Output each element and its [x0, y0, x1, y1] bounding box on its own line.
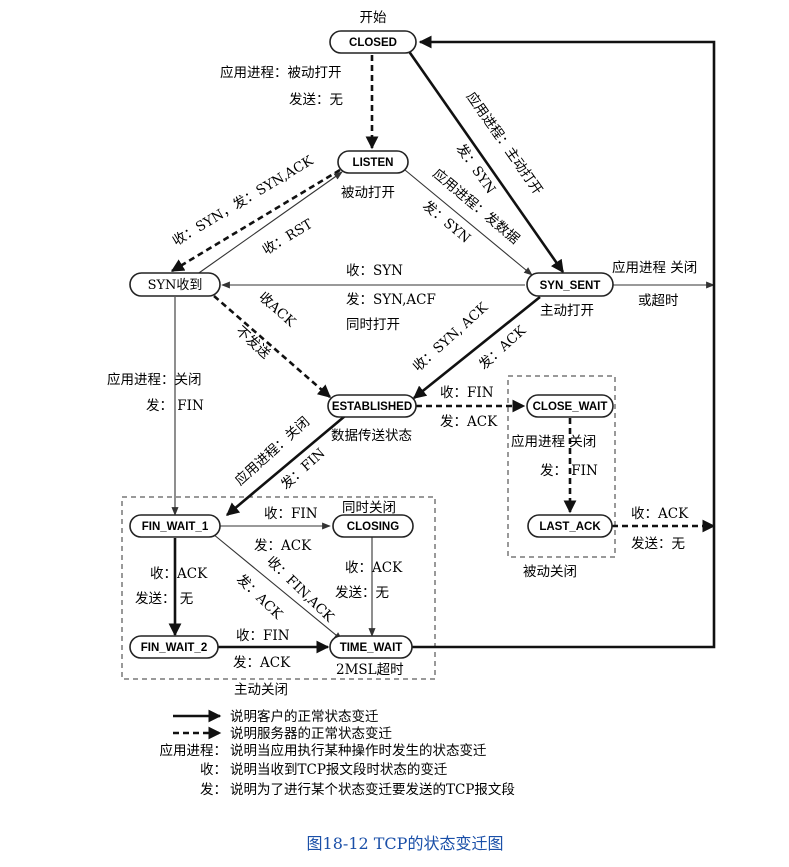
label-est-cw-send: 发：ACK: [440, 414, 498, 430]
label-la-closed-send: 发送：无: [631, 536, 685, 552]
label-synsent-close-app: 应用进程 关闭: [612, 259, 697, 276]
label-synrcvd-est-recv: 收ACK: [255, 289, 299, 331]
label-closing-tw-recv: 收：ACK: [345, 560, 403, 576]
label-cw-la-send: 发： FIN: [540, 463, 598, 479]
label-fw1-fw2-send: 发送： 无: [135, 591, 193, 607]
label-synrcvd-fw1-app: 应用进程：关闭: [107, 371, 202, 388]
state-fin-wait-2-label: FIN_WAIT_2: [141, 642, 207, 654]
label-simultaneous-close: 同时关闭: [342, 500, 396, 516]
legend-app-key: 应用进程：: [160, 742, 228, 759]
state-fin-wait-2: FIN_WAIT_2: [129, 635, 219, 659]
state-syn-rcvd: SYN收到: [129, 272, 221, 297]
label-synsent-synrcvd-recv: 收：SYN: [346, 263, 403, 279]
label-closing-tw-send: 发送：无: [335, 585, 389, 601]
label-la-closed-recv: 收：ACK: [631, 506, 689, 522]
legend-server-text: 说明服务器的正常状态变迁: [230, 726, 392, 742]
label-simultaneous-open: 同时打开: [346, 316, 400, 333]
label-data-transfer: 数据传送状态: [331, 428, 412, 444]
state-close-wait: CLOSE_WAIT: [526, 394, 614, 418]
edge-closed-synsent: [406, 49, 565, 274]
state-time-wait-label: TIME_WAIT: [340, 642, 403, 654]
label-closed-listen-app: 应用进程：被动打开: [220, 64, 342, 81]
state-fin-wait-1-label: FIN_WAIT_1: [142, 521, 209, 533]
edge-timewait-closed: [412, 35, 716, 649]
label-passive-close: 被动关闭: [523, 564, 577, 580]
state-closing: CLOSING: [332, 514, 414, 538]
label-fw1-closing-recv: 收：FIN: [264, 506, 318, 522]
state-close-wait-label: CLOSE_WAIT: [533, 401, 608, 413]
label-est-cw-recv: 收：FIN: [440, 385, 494, 401]
edge-finwait1-timewait: [212, 533, 343, 641]
state-established: ESTABLISHED: [327, 394, 417, 418]
legend-app-desc: 说明当应用执行某种操作时发生的状态变迁: [230, 742, 487, 759]
state-fin-wait-1: FIN_WAIT_1: [129, 514, 221, 538]
state-time-wait: TIME_WAIT: [329, 635, 413, 659]
legend: 说明客户的正常状态变迁 说明服务器的正常状态变迁 应用进程： 说明当应用执行某种…: [160, 708, 515, 798]
label-synsent-synrcvd-send: 发：SYN,ACF: [346, 292, 436, 308]
label-start: 开始: [360, 10, 387, 26]
edge-synrcvd-listen: [195, 171, 343, 276]
label-msl: 2MSL超时: [336, 662, 404, 678]
state-closed-label: CLOSED: [349, 37, 397, 49]
label-fw2-tw-send: 发：ACK: [233, 655, 291, 671]
edge-synsent-established: [412, 295, 541, 400]
label-active-close: 主动关闭: [234, 682, 288, 698]
label-fw1-closing-send: 发：ACK: [254, 538, 312, 554]
state-listen: LISTEN: [337, 150, 409, 174]
state-established-label: ESTABLISHED: [332, 401, 412, 413]
state-closing-label: CLOSING: [347, 521, 399, 533]
figure-caption: 图18-12 TCP的状态变迁图: [307, 834, 504, 853]
label-synsent-close-timeout: 或超时: [638, 293, 679, 309]
label-closed-listen-send: 发送：无: [289, 92, 343, 108]
edge-listen-synrcvd: [170, 168, 341, 273]
edge-synrcvd-established: [213, 295, 331, 398]
label-synrcvd-listen-rst: 收：RST: [260, 216, 316, 258]
state-closed: CLOSED: [329, 30, 417, 54]
legend-send-desc: 说明为了进行某个状态变迁要发送的TCP报文段: [230, 782, 515, 798]
label-cw-la-app: 应用进程 关闭: [511, 433, 596, 450]
label-active-open: 主动打开: [540, 302, 594, 319]
edge-established-finwait1: [226, 415, 346, 516]
label-synrcvd-fw1-send: 发： FIN: [146, 398, 204, 414]
legend-recv-desc: 说明当收到TCP报文段时状态的变迁: [230, 762, 448, 778]
state-last-ack-label: LAST_ACK: [539, 521, 601, 533]
legend-recv-key: 收：: [200, 762, 227, 778]
state-syn-rcvd-label: SYN收到: [148, 278, 203, 293]
active-close-box: [121, 496, 436, 680]
label-synsent-est-send: 发：ACK: [476, 322, 530, 373]
state-syn-sent: SYN_SENT: [526, 272, 614, 297]
legend-send-key: 发：: [200, 782, 227, 798]
label-fw2-tw-recv: 收：FIN: [236, 628, 290, 644]
edge-listen-synsent: [404, 169, 533, 276]
state-listen-label: LISTEN: [353, 157, 394, 169]
legend-client-text: 说明客户的正常状态变迁: [230, 708, 379, 725]
label-passive-open: 被动打开: [341, 184, 395, 201]
state-last-ack: LAST_ACK: [527, 514, 613, 538]
label-fw1-fw2-recv: 收：ACK: [150, 566, 208, 582]
state-syn-sent-label: SYN_SENT: [540, 280, 601, 292]
